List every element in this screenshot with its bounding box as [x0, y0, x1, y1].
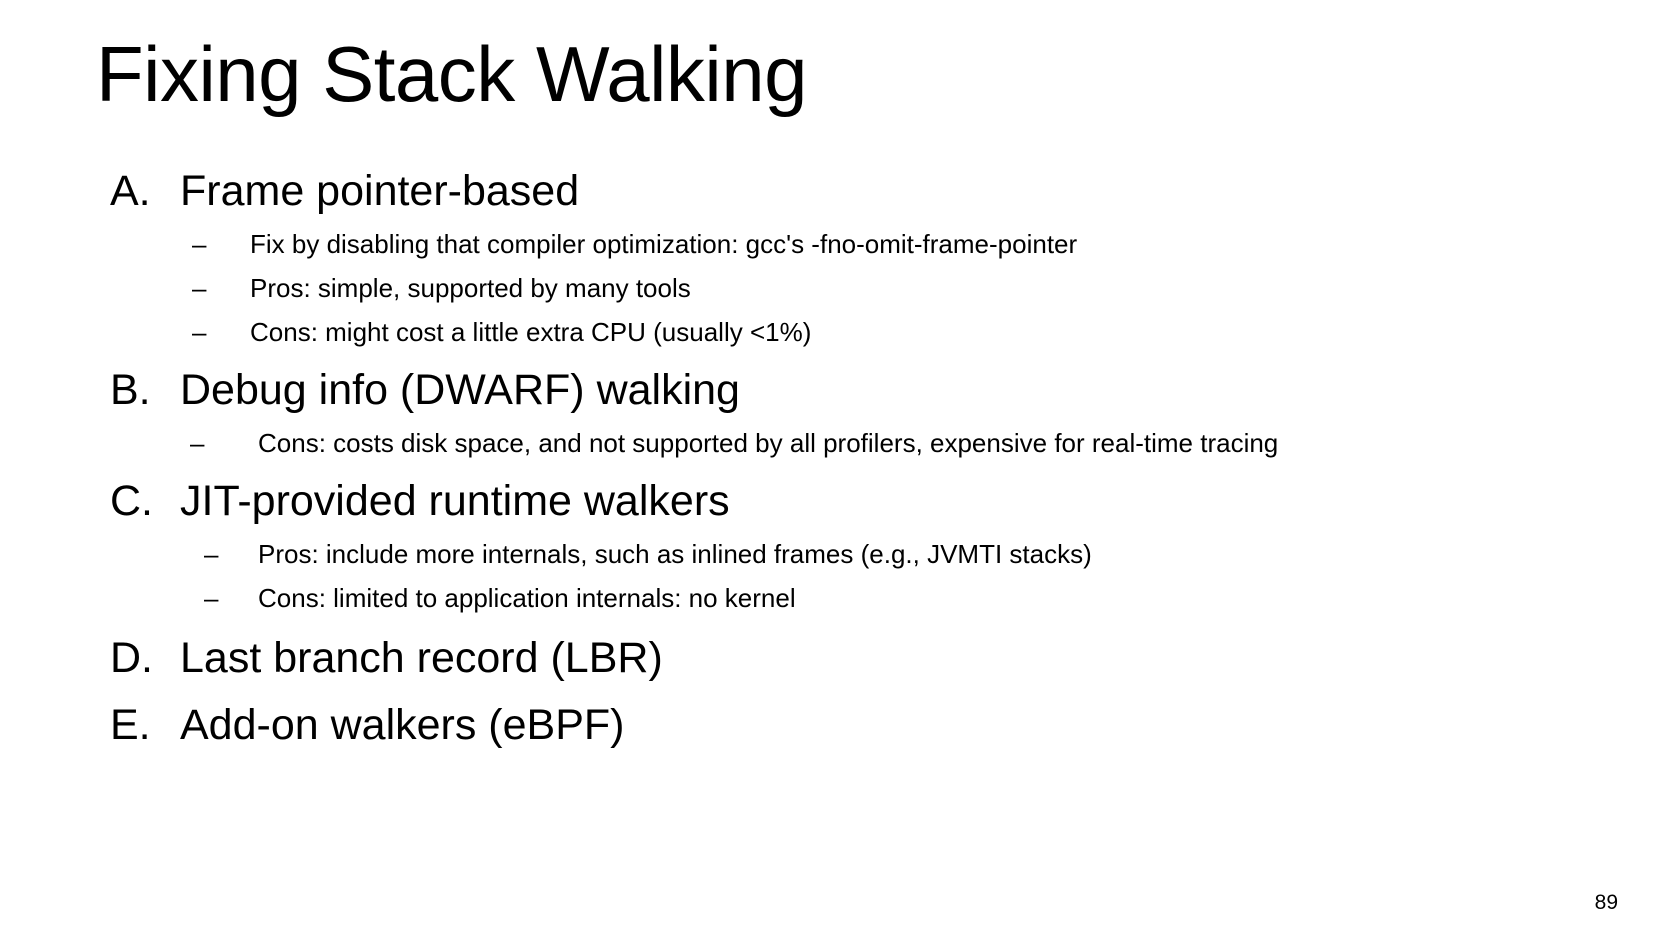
list-marker-c: C. [110, 477, 153, 525]
sub-item-c2: – Cons: limited to application internals… [0, 576, 1654, 620]
sub-item-c1: – Pros: include more internals, such as … [0, 532, 1654, 576]
list-text-a: Frame pointer-based [180, 167, 580, 215]
spacer [0, 689, 1654, 697]
dash-bullet-icon: – [192, 229, 207, 259]
page-title: Fixing Stack Walking [96, 30, 808, 118]
dash-bullet-icon: – [192, 317, 207, 347]
dash-bullet-icon: – [204, 583, 219, 613]
list-marker-a: A. [110, 167, 151, 215]
sub-item-a3: – Cons: might cost a little extra CPU (u… [0, 310, 1654, 354]
list-text-c: JIT-provided runtime walkers [180, 477, 730, 525]
list-marker-e: E. [110, 701, 151, 749]
spacer [0, 354, 1654, 362]
list-item-b: B. Debug info (DWARF) walking [0, 362, 1654, 419]
list-item-a: A. Frame pointer-based [0, 163, 1654, 220]
list-text-b: Debug info (DWARF) walking [180, 366, 740, 414]
list-item-c: C. JIT-provided runtime walkers [0, 473, 1654, 530]
sub-item-b1: – Cons: costs disk space, and not suppor… [0, 421, 1654, 465]
sub-item-a2-text: Pros: simple, supported by many tools [250, 273, 691, 303]
dash-bullet-icon: – [190, 428, 205, 458]
sub-item-a1: – Fix by disabling that compiler optimiz… [0, 222, 1654, 266]
sub-item-a1-text: Fix by disabling that compiler optimizat… [250, 229, 1078, 259]
list-item-d: D. Last branch record (LBR) [0, 630, 1654, 687]
sub-item-a2: – Pros: simple, supported by many tools [0, 266, 1654, 310]
spacer [0, 620, 1654, 630]
sub-item-c2-text: Cons: limited to application internals: … [258, 583, 796, 613]
list-marker-b: B. [110, 366, 151, 414]
list-marker-d: D. [110, 634, 153, 682]
dash-bullet-icon: – [204, 539, 219, 569]
dash-bullet-icon: – [192, 273, 207, 303]
sub-item-a3-text: Cons: might cost a little extra CPU (usu… [250, 317, 812, 347]
page-number: 89 [1594, 891, 1618, 914]
list-text-d: Last branch record (LBR) [180, 634, 663, 682]
sub-item-b1-text: Cons: costs disk space, and not supporte… [258, 428, 1279, 458]
sub-item-c1-text: Pros: include more internals, such as in… [258, 539, 1092, 569]
spacer [0, 465, 1654, 473]
list-item-e: E. Add-on walkers (eBPF) [0, 697, 1654, 754]
slide-body-list: A. Frame pointer-based – Fix by disablin… [0, 163, 1654, 756]
list-text-e: Add-on walkers (eBPF) [180, 701, 625, 749]
